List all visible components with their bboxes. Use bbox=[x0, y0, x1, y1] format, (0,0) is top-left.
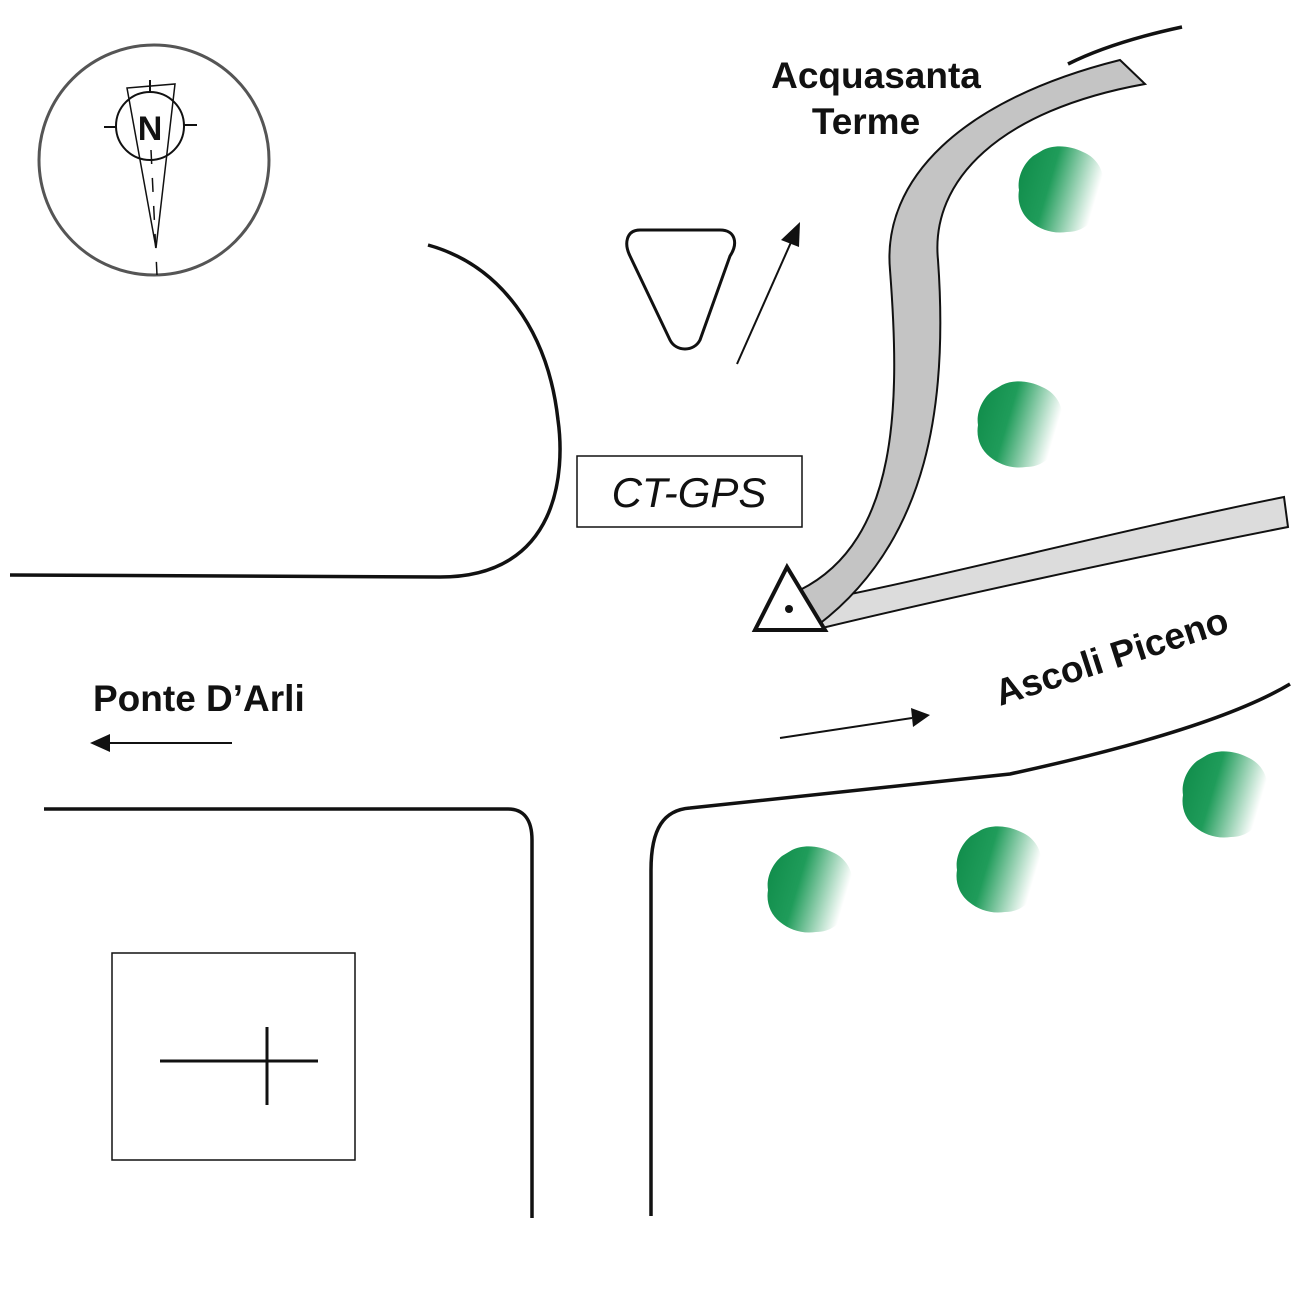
tree-icon bbox=[977, 381, 1063, 468]
compass-icon: N bbox=[37, 43, 271, 277]
arrow-acquasanta-icon bbox=[736, 222, 800, 365]
road-edge-lower-right bbox=[649, 682, 1291, 1216]
station-label: CT-GPS bbox=[612, 469, 767, 516]
main-road bbox=[798, 58, 1148, 627]
ponte-label: Ponte D’Arli bbox=[93, 678, 305, 719]
acquasanta-label-line2: Terme bbox=[812, 101, 920, 142]
road-edge-top-right bbox=[1067, 25, 1183, 66]
rounded-triangle-symbol bbox=[625, 228, 737, 351]
cross-marker-icon bbox=[160, 1027, 318, 1105]
north-letter: N bbox=[138, 110, 163, 148]
triangle-survey-marker-icon bbox=[751, 562, 829, 632]
road-edge-upper-left bbox=[9, 243, 562, 579]
station-label-box: CT-GPS bbox=[576, 455, 803, 528]
ascoli-label: Ascoli Piceno bbox=[990, 600, 1233, 714]
acquasanta-label-line1: Acquasanta bbox=[771, 55, 981, 96]
building bbox=[111, 952, 356, 1161]
tree-icon bbox=[767, 846, 853, 933]
side-road bbox=[808, 495, 1290, 630]
tree-icon bbox=[1018, 146, 1104, 233]
arrow-ascoli-icon bbox=[779, 708, 930, 739]
tree-icon bbox=[1182, 751, 1268, 838]
arrow-ponte-icon bbox=[90, 734, 232, 752]
tree-icon bbox=[956, 826, 1042, 913]
road-edge-lower-left bbox=[44, 807, 534, 1218]
